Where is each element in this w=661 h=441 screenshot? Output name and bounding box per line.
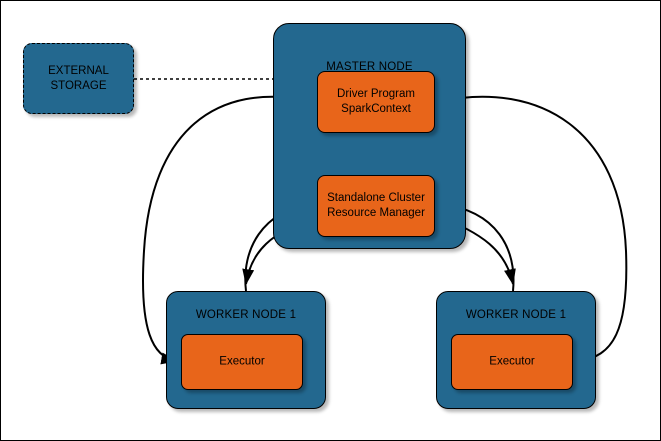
driver-program-label: Driver Program SparkContext [318, 87, 434, 117]
connector-executor-right-to-driver [439, 92, 628, 362]
driver-program-label-line2: SparkContext [341, 103, 411, 115]
external-storage-label-line1: EXTERNAL [48, 64, 109, 77]
worker-node-left-title: WORKER NODE 1 [195, 309, 297, 321]
resource-manager-label-line1: Standalone Cluster [327, 192, 425, 204]
resource-manager-label: Standalone Cluster Resource Manager [318, 191, 434, 221]
resource-manager-label-line2: Resource Manager [327, 207, 425, 219]
executor-right-label: Executor [489, 355, 535, 368]
executor-left-label: Executor [219, 355, 265, 368]
executor-right-box[interactable]: Executor [451, 334, 573, 390]
resource-manager-box[interactable]: Standalone Cluster Resource Manager [317, 175, 435, 237]
driver-program-box[interactable]: Driver Program SparkContext [317, 71, 435, 133]
worker-node-right-title: WORKER NODE 1 [465, 309, 567, 321]
executor-left-box[interactable]: Executor [181, 334, 303, 390]
external-storage-label-line2: STORAGE [50, 79, 107, 92]
external-storage-label: EXTERNAL STORAGE [24, 64, 133, 94]
external-storage-node[interactable]: EXTERNAL STORAGE [23, 43, 134, 114]
connector-driver-to-executor-left [142, 95, 312, 365]
master-node-title: MASTER NODE [326, 61, 413, 73]
driver-program-label-line1: Driver Program [337, 88, 415, 100]
